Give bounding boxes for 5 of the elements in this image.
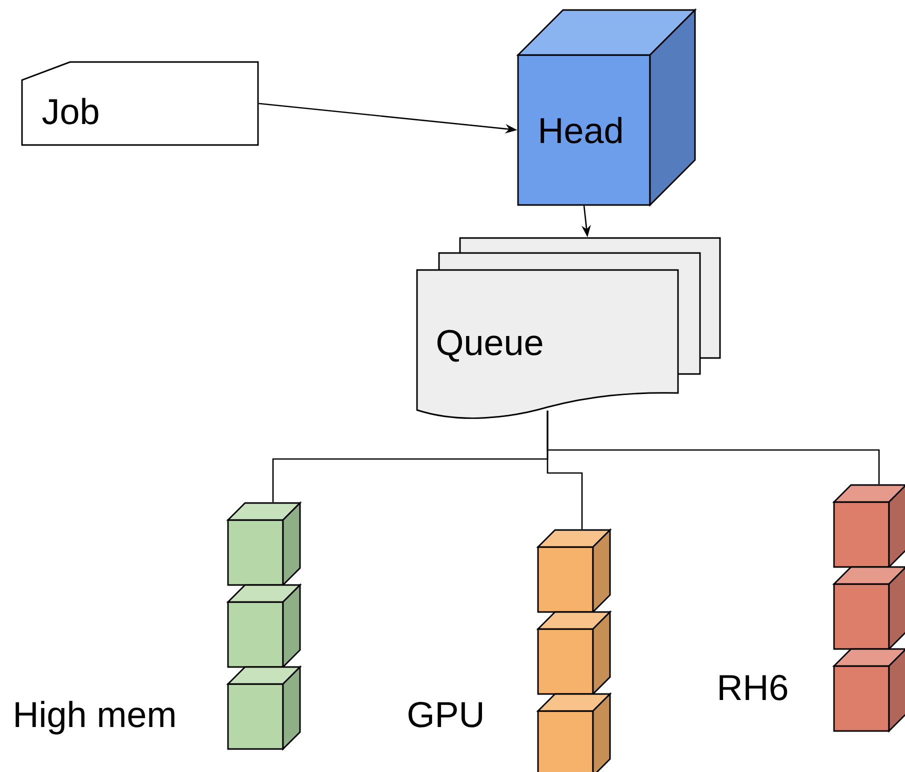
document-stack: Queue <box>416 237 721 419</box>
stack-label: GPU <box>408 702 482 728</box>
connector-line <box>546 410 880 484</box>
stack-label: High mem <box>16 700 174 734</box>
stack-label: RH6 <box>720 674 788 700</box>
